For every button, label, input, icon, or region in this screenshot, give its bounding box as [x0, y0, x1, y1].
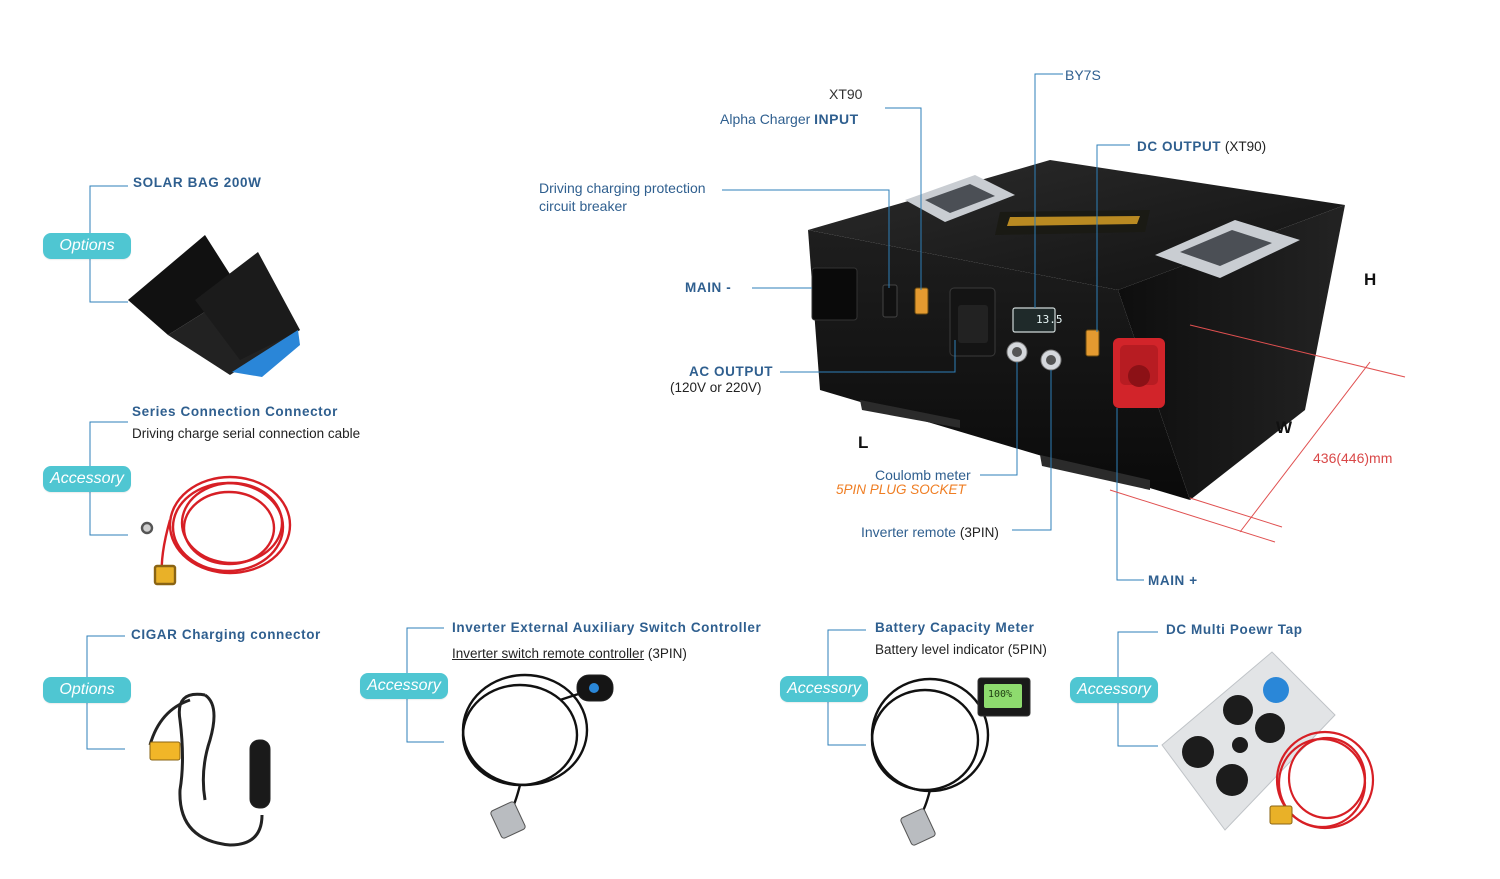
- cigar-connector-image: [148, 692, 271, 847]
- coulomb-meter-label: Coulomb meter: [875, 467, 971, 483]
- ac-outlet-face: [958, 305, 988, 343]
- inverter-switch-desc-main: Inverter switch remote controller: [452, 646, 645, 661]
- by7s-label: BY7S: [1065, 67, 1101, 83]
- capacity-meter-image: [870, 677, 1031, 846]
- dc-output-label: DC OUTPUT (XT90): [1137, 138, 1266, 154]
- breaker-label-line1: Driving charging protection: [539, 180, 706, 196]
- dimension-lines: [1109, 324, 1406, 543]
- width-dimension-label: W: [1276, 418, 1293, 437]
- battery-box-side: [1118, 205, 1345, 500]
- series-desc: Driving charge serial connection cable: [132, 426, 361, 441]
- inverter-remote-label: Inverter remote (3PIN): [861, 524, 999, 542]
- cigar-title: CIGAR Charging connector: [131, 627, 321, 642]
- height-dimension-label: H: [1364, 270, 1377, 289]
- callout-lines: [722, 73, 1144, 581]
- battery-foot-right: [1040, 455, 1150, 490]
- series-title: Series Connection Connector: [132, 404, 338, 419]
- alpha-charger-bold: INPUT: [814, 111, 859, 127]
- size-dimension-label: 436(446)mm: [1313, 450, 1393, 466]
- ac-output-label: AC OUTPUT: [689, 364, 774, 379]
- plug-socket-label: 5PIN PLUG SOCKET: [836, 482, 966, 497]
- series-tag: Accessory: [43, 466, 131, 492]
- handle-left: [905, 175, 1015, 222]
- leader-xt90-input: [885, 107, 922, 290]
- dc-tap-tag: Accessory: [1070, 677, 1158, 703]
- inverter-switch-desc-suffix: (3PIN): [644, 646, 687, 661]
- ac-voltage-label: (120V or 220V): [670, 380, 762, 395]
- inverter-remote-suffix: (3PIN): [959, 525, 999, 540]
- inverter-switch-tag: Accessory: [360, 673, 448, 699]
- leader-dc-output: [1096, 144, 1130, 332]
- leader-inverter-remote: [1012, 370, 1052, 531]
- battery-foot-left: [860, 400, 960, 428]
- coulomb-meter-display: 13.5: [1036, 313, 1063, 326]
- battery-box-front: [808, 230, 1190, 500]
- solar-title: SOLAR BAG 200W: [133, 175, 262, 190]
- dim-line-2: [1109, 489, 1276, 543]
- leader-breaker: [722, 189, 890, 288]
- leader-ac-output: [780, 340, 956, 373]
- capacity-meter-desc: Battery level indicator (5PIN): [875, 642, 1047, 657]
- dc-output-bold: DC OUTPUT: [1137, 139, 1222, 154]
- capacity-meter-display: 100%: [988, 689, 1013, 700]
- coulomb-meter-screen: [1012, 307, 1056, 333]
- capacity-meter-tag: Accessory: [780, 676, 868, 702]
- inverter-switch-image: [461, 673, 614, 839]
- dim-line-3: [1239, 361, 1371, 533]
- dim-line-4: [1189, 497, 1283, 528]
- breaker-label-line2: circuit breaker: [539, 198, 627, 214]
- battery-label-stripe: [1007, 216, 1140, 226]
- leader-main-plus: [1116, 408, 1144, 581]
- main-minus-label: MAIN -: [685, 280, 732, 295]
- circuit-breaker-switch: [882, 284, 898, 318]
- length-dimension-label: L: [858, 433, 869, 452]
- breaker-box: [811, 267, 858, 321]
- dc-tap-title: DC Multi Poewr Tap: [1166, 622, 1303, 637]
- leader-coulomb: [980, 362, 1018, 476]
- dc-output-suffix: (XT90): [1221, 139, 1267, 154]
- series-cable-image: [140, 475, 292, 586]
- xt90-label: XT90: [829, 86, 863, 102]
- inverter-remote-prefix: Inverter remote: [861, 524, 960, 540]
- solar-tag: Options: [43, 233, 131, 259]
- alpha-charger-input-label: Alpha Charger INPUT: [720, 111, 859, 127]
- capacity-meter-title: Battery Capacity Meter: [875, 620, 1035, 635]
- xt90-input-port: [914, 287, 929, 315]
- leader-by7s: [1034, 73, 1063, 308]
- dc-tap-image: [1161, 651, 1375, 831]
- dim-line-1: [1189, 324, 1406, 378]
- battery-box: [808, 160, 1345, 500]
- handle-right: [1155, 220, 1300, 278]
- main-plus-label: MAIN +: [1148, 573, 1198, 588]
- solar-bag-image: [128, 235, 300, 377]
- inverter-switch-title: Inverter External Auxiliary Switch Contr…: [452, 620, 762, 635]
- alpha-charger-prefix: Alpha Charger: [720, 111, 815, 127]
- breaker-label: Driving charging protection circuit brea…: [539, 179, 706, 215]
- inverter-switch-desc: Inverter switch remote controller (3PIN): [452, 646, 687, 661]
- xt90-dc-output-port: [1085, 329, 1100, 357]
- cigar-tag: Options: [43, 677, 131, 703]
